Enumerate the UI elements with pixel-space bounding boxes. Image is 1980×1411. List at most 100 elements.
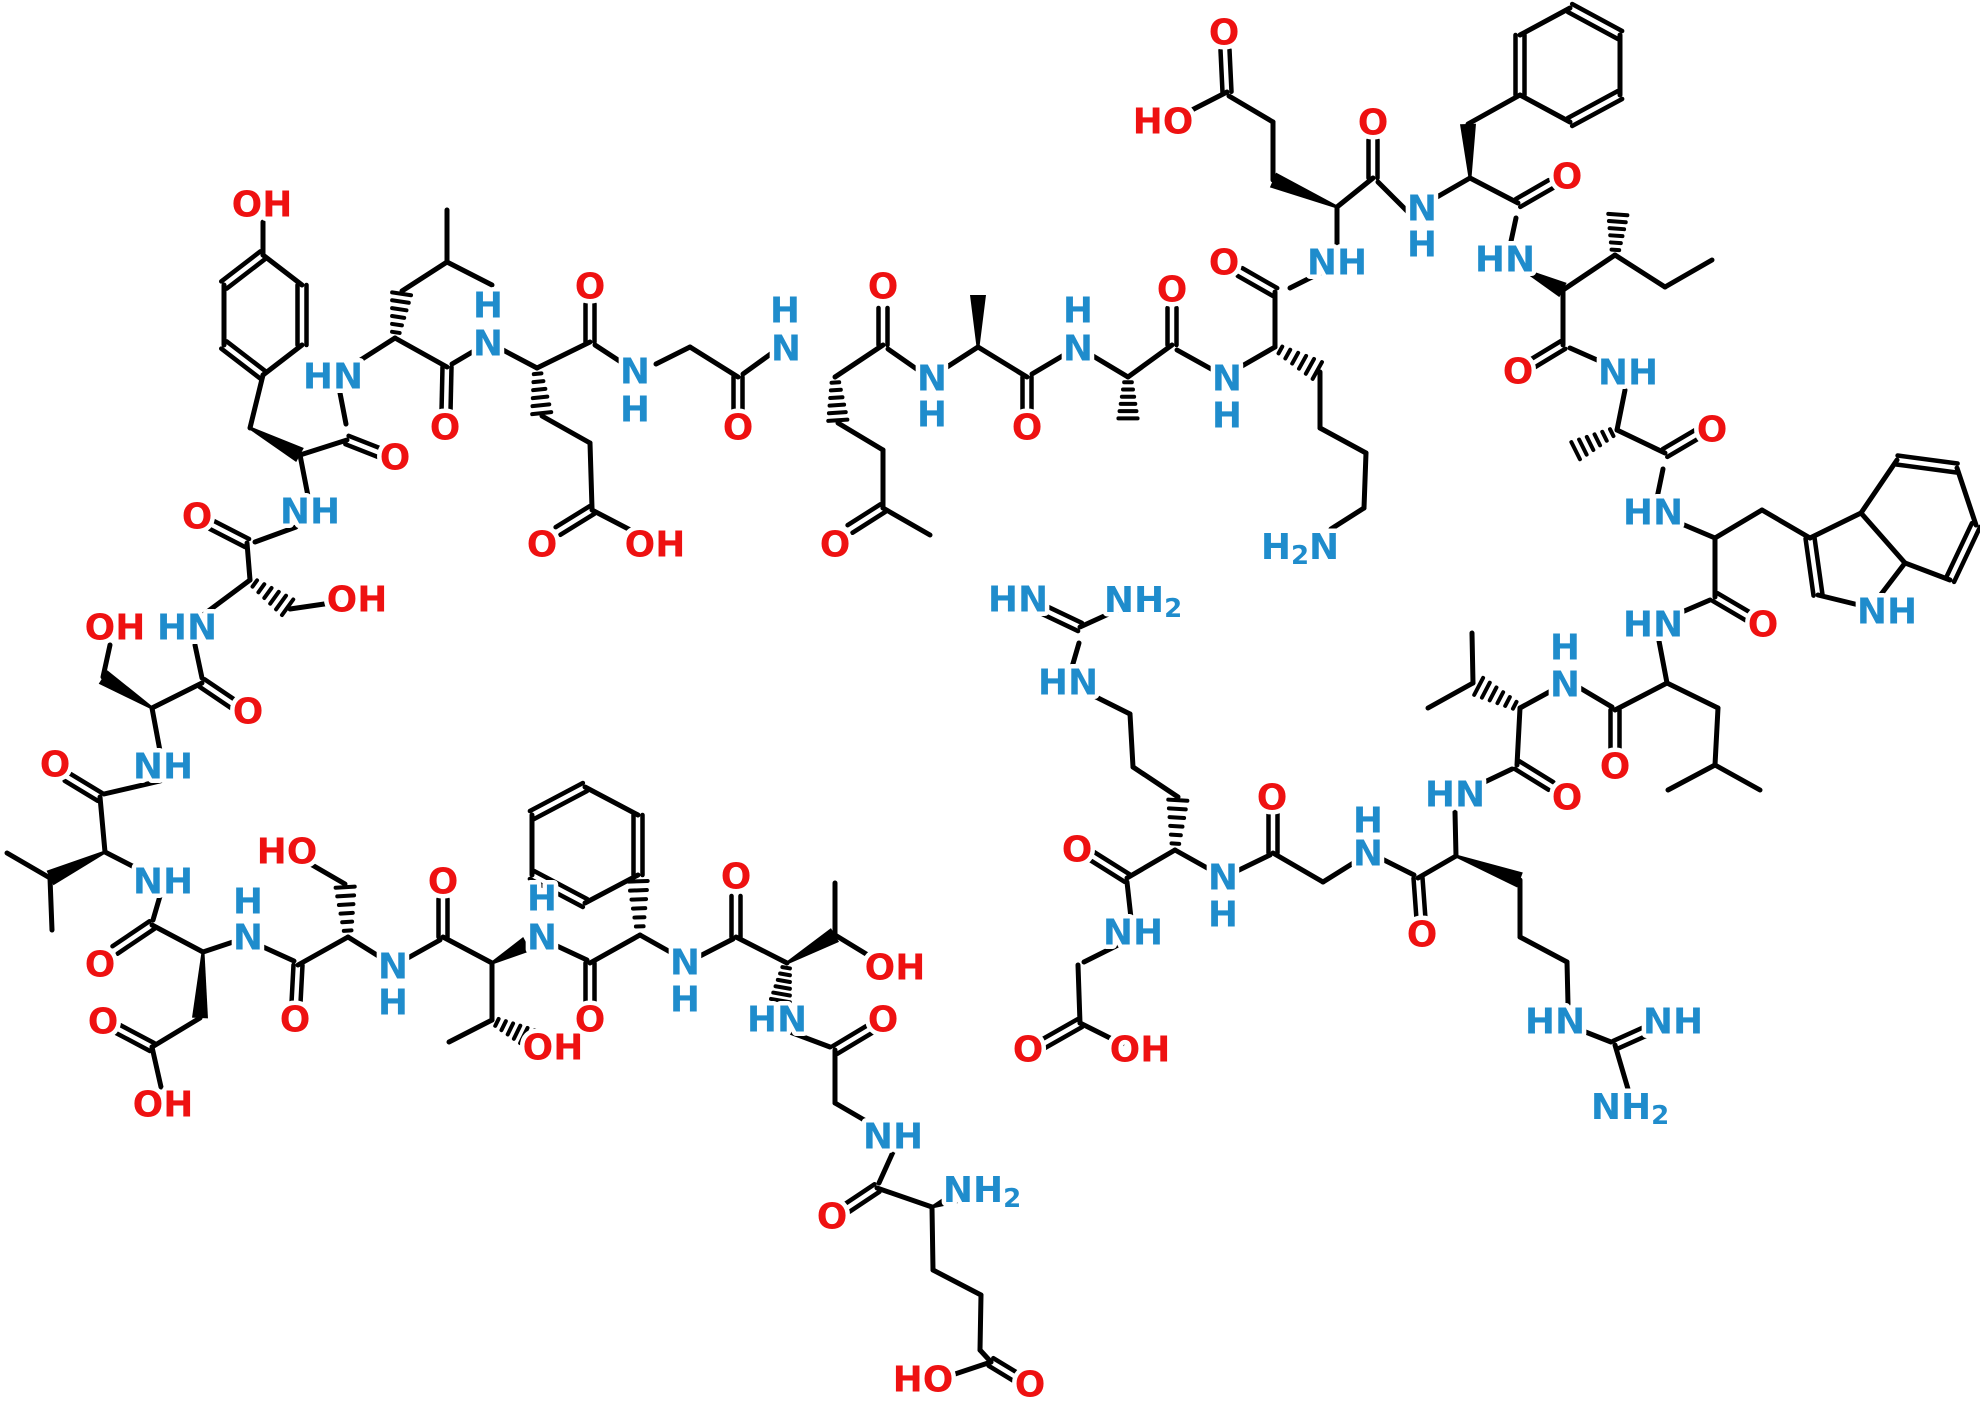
bond-h-13	[250, 578, 296, 618]
bond-d-102	[1411, 875, 1428, 922]
bond-s-29	[150, 893, 163, 923]
bond-s-107	[1517, 934, 1570, 965]
atom-label-O-35: O	[1503, 352, 1534, 393]
bond-s-24	[97, 794, 108, 855]
atom-label-OH-3: OH	[85, 608, 146, 649]
bond-h-90	[1166, 797, 1190, 846]
bond-d-11	[205, 517, 252, 550]
bond-s-114	[1514, 705, 1523, 768]
atom-label-N-87: N	[378, 947, 408, 988]
bond-d-6	[219, 249, 268, 291]
bond-d-113	[1512, 758, 1556, 793]
bond-s-86	[1124, 879, 1134, 921]
bond-s-196	[885, 346, 921, 373]
bond-s-12	[244, 540, 253, 583]
bond-s-138	[1858, 457, 1900, 516]
bond-s-131	[1712, 507, 1765, 541]
bond-s-140	[1954, 465, 1979, 528]
bond-s-9	[297, 452, 311, 499]
atom-label-N-47: N	[473, 324, 503, 365]
atom-label-NH-94: NH	[863, 1117, 923, 1158]
bond-s-76	[929, 1204, 936, 1273]
bond-d-139	[1894, 453, 1960, 475]
atom-label-O-37: O	[1748, 605, 1779, 646]
bond-d-55	[631, 812, 645, 878]
bond-d-141	[1943, 520, 1980, 585]
bond-d-57	[527, 780, 590, 822]
bond-s-203	[880, 505, 933, 538]
atom-label-N-67: N	[1550, 665, 1580, 706]
bond-d-128	[1710, 590, 1754, 624]
atom-label-O-11: O	[428, 862, 459, 903]
bond-s-100	[1320, 859, 1358, 885]
bond-d-197	[876, 305, 890, 348]
bond-s-126	[1712, 762, 1763, 793]
bond-h-147	[1569, 427, 1616, 462]
atom-label-NH-84: NH	[133, 862, 193, 903]
atom-label-O-27: O	[820, 525, 851, 566]
bond-d-38	[289, 962, 305, 1006]
bond-s-26	[4, 850, 53, 881]
bond-d-149	[1525, 338, 1568, 372]
bond-s-85	[1077, 1020, 1125, 1047]
bond-w-64	[786, 928, 840, 965]
atom-label-OH-44: OH	[1110, 1030, 1171, 1071]
atom-label-H-90: H	[527, 879, 557, 920]
atom-label-NH2-95: NH2	[943, 1170, 1021, 1215]
bond-s-117	[1425, 680, 1476, 711]
atom-label-NH-83: NH	[133, 747, 193, 788]
atom-label-NH-65: NH	[1857, 592, 1917, 633]
atom-label-NH-77: NH	[1103, 913, 1163, 954]
atom-label-HN-62: HN	[1475, 240, 1535, 281]
atom-label-O-16: O	[868, 1000, 899, 1041]
bond-s-158	[1467, 175, 1521, 206]
bond-h-221	[390, 290, 414, 335]
atom-label-HN-66: HN	[1623, 605, 1683, 646]
bond-s-42	[345, 934, 383, 960]
bond-s-45	[440, 934, 495, 966]
atom-label-HO-18: HO	[893, 1360, 954, 1401]
bond-s-21	[149, 705, 163, 754]
atom-label-N-89: N	[527, 918, 557, 959]
bond-s-111	[1612, 1042, 1631, 1092]
bond-d-4	[219, 339, 268, 381]
bond-w-194	[970, 295, 986, 347]
atom-label-O-25: O	[723, 408, 754, 449]
atom-label-NH2-72: NH2	[1591, 1087, 1669, 1132]
bond-d-120	[1608, 707, 1622, 754]
bond-s-184	[1361, 450, 1369, 511]
atom-label-N-57: N	[1212, 359, 1242, 400]
bond-h-67	[768, 965, 792, 1005]
bond-s-168	[1375, 179, 1411, 215]
bond-s-161	[1465, 92, 1523, 127]
bond-s-118	[1517, 688, 1554, 711]
bond-d-157	[1513, 177, 1556, 210]
bond-s-123	[1664, 680, 1721, 711]
bond-h-153	[1606, 211, 1630, 253]
bond-s-177	[1287, 269, 1325, 291]
atom-label-O-19: O	[1015, 1365, 1046, 1406]
bond-s-43	[403, 937, 443, 962]
atom-label-H-52: H	[770, 291, 800, 332]
bond-s-31	[149, 922, 206, 955]
bond-s-28	[102, 849, 151, 877]
bond-s-93	[1083, 689, 1133, 717]
atom-label-O-7: O	[88, 1002, 119, 1043]
bond-s-186	[1174, 347, 1216, 373]
bond-h-53	[626, 878, 650, 929]
bond-d-34	[113, 1022, 157, 1054]
atom-label-H-58: H	[1212, 396, 1242, 437]
atom-label-NH-71: NH	[1643, 1002, 1703, 1043]
bond-d-17	[197, 677, 241, 712]
bond-s-119	[1577, 685, 1615, 710]
atom-label-H-61: H	[1407, 225, 1437, 266]
bond-s-227	[297, 437, 350, 458]
atom-label-H-68: H	[1550, 628, 1580, 669]
bond-w-19	[98, 670, 153, 710]
bond-s-61	[695, 936, 736, 960]
atom-label-O-14: O	[721, 857, 752, 898]
bond-d-87	[1087, 849, 1132, 885]
bond-s-220	[356, 335, 398, 364]
